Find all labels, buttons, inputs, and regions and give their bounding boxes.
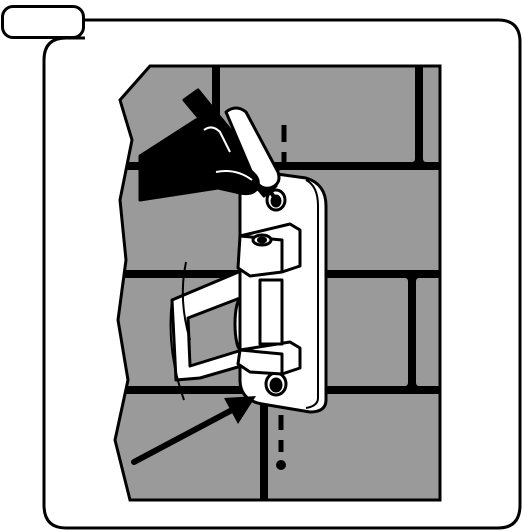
panel-frame	[42, 18, 522, 530]
step-label	[1, 5, 85, 39]
arrow-indicator	[131, 396, 256, 465]
plumb-line	[276, 125, 287, 470]
wall-bracket	[236, 170, 328, 414]
hand	[138, 115, 260, 202]
